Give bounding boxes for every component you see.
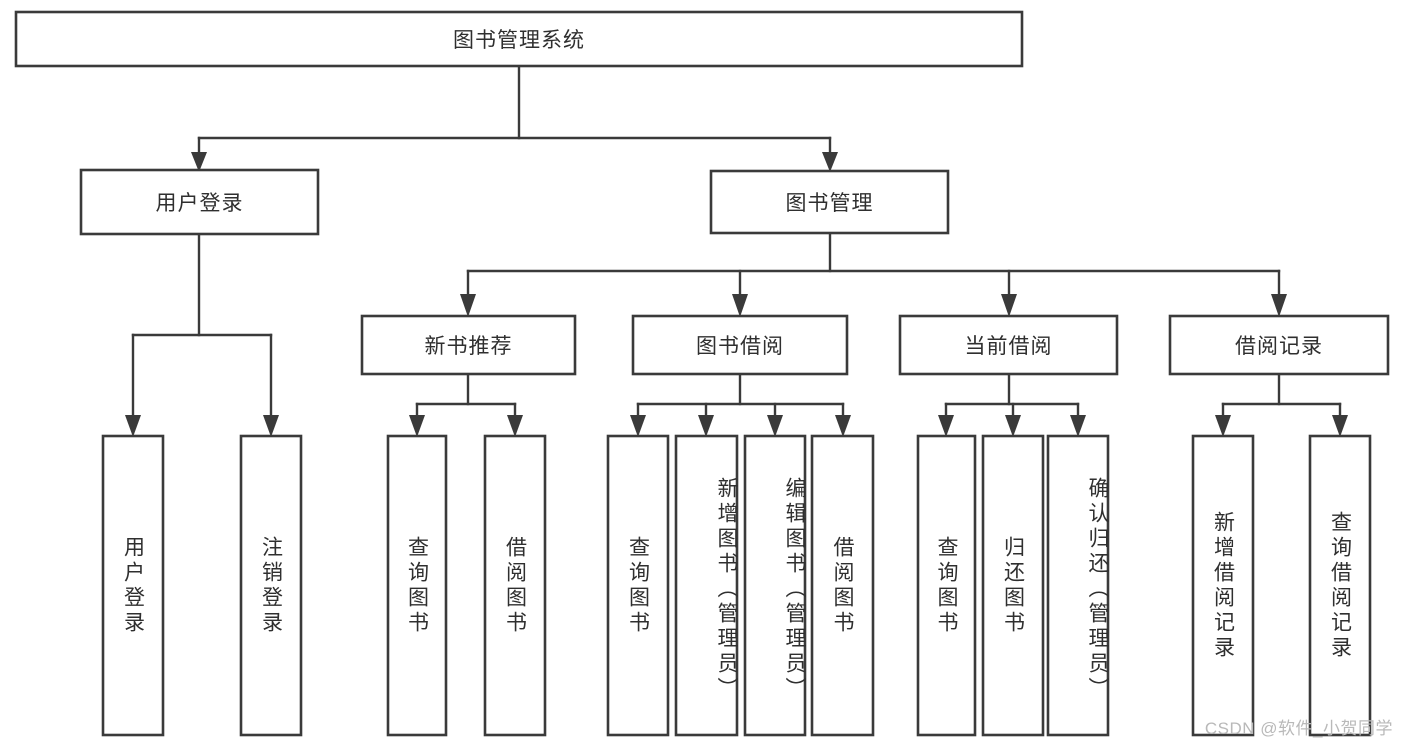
csdn-watermark: CSDN @软件_小贺同学 <box>1204 719 1393 738</box>
arrowhead-user-login <box>191 152 207 172</box>
node-box-book-manage[interactable] <box>709 169 950 235</box>
node-box-leaf-logout[interactable] <box>239 434 303 737</box>
arrowhead-current <box>1001 294 1017 317</box>
arrowhead-bo-add <box>698 415 714 437</box>
arrowhead-nb-borrow <box>507 415 523 437</box>
edge-group-root <box>191 64 838 172</box>
arrowhead-record <box>1271 294 1287 317</box>
arrowhead-bo-query <box>630 415 646 437</box>
arrowhead-cur-query <box>938 415 954 437</box>
node-box-leaf-rec-add[interactable] <box>1191 434 1255 737</box>
arrowhead-cur-return <box>1005 415 1021 437</box>
node-box-root[interactable] <box>14 10 1024 68</box>
arrowhead-rec-add <box>1215 415 1231 437</box>
node-box-leaf-nb-query[interactable] <box>386 434 448 737</box>
edge-group-book-manage <box>460 231 1287 317</box>
arrowhead-book-manage <box>822 152 838 172</box>
arrowhead-bo-borrow <box>835 415 851 437</box>
node-box-leaf-bo-query[interactable] <box>606 434 670 737</box>
node-box-leaf-bo-add[interactable] <box>674 434 739 737</box>
arrowhead-new-book <box>460 294 476 317</box>
edge-group-new-book <box>409 372 523 437</box>
edge-group-record <box>1215 372 1348 437</box>
arrowhead-rec-query <box>1332 415 1348 437</box>
node-box-leaf-bo-borrow[interactable] <box>810 434 875 737</box>
arrowhead-borrow <box>732 294 748 317</box>
arrowhead-cur-confirm <box>1070 415 1086 437</box>
node-box-leaf-cur-confirm[interactable] <box>1046 434 1110 737</box>
node-box-record[interactable] <box>1168 314 1390 376</box>
node-box-leaf-bo-edit[interactable] <box>743 434 807 737</box>
edge-group-borrow <box>630 372 851 437</box>
node-box-leaf-rec-query[interactable] <box>1308 434 1372 737</box>
edge-group-current <box>938 372 1086 437</box>
node-box-leaf-cur-return[interactable] <box>981 434 1045 737</box>
node-box-current[interactable] <box>898 314 1119 376</box>
arrowhead-nb-query <box>409 415 425 437</box>
arrowhead-leaf-user-login <box>125 415 141 437</box>
node-box-new-book[interactable] <box>360 314 577 376</box>
arrowhead-leaf-logout <box>263 415 279 437</box>
node-box-leaf-nb-borrow[interactable] <box>483 434 547 737</box>
edge-group-user-login <box>125 232 279 437</box>
node-box-leaf-user-login[interactable] <box>101 434 165 737</box>
arrowhead-bo-edit <box>767 415 783 437</box>
node-box-borrow[interactable] <box>631 314 849 376</box>
node-box-leaf-cur-query[interactable] <box>916 434 977 737</box>
node-box-user-login[interactable] <box>79 168 320 236</box>
